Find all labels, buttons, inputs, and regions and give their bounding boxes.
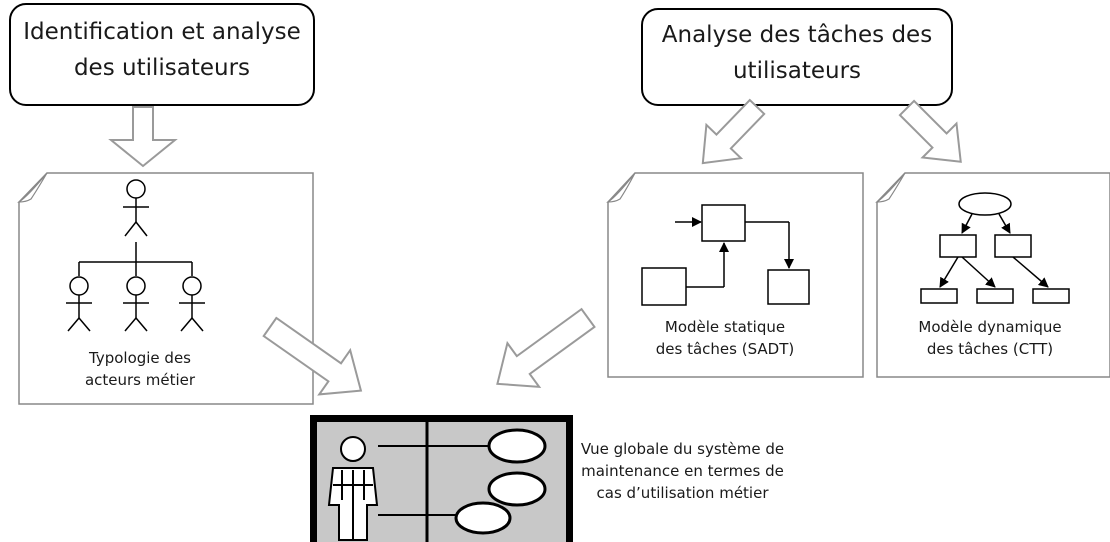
task-analysis-label: Analyse des tâches des utilisateurs [642, 18, 952, 89]
hollow-arrow-to-dynamic [898, 99, 962, 163]
ctt-tree [920, 192, 1070, 304]
task-analysis-line1: Analyse des tâches des [661, 22, 933, 48]
use-case-thumbnail [310, 415, 573, 542]
global-view-caption: Vue globale du système de maintenance en… [575, 439, 790, 504]
static-model-line2: des tâches (SADT) [655, 339, 795, 358]
static-model-caption: Modèle statique des tâches (SADT) [635, 317, 815, 361]
actor-typology-line1: Typologie des [89, 349, 191, 367]
typology-document [18, 172, 314, 405]
hollow-arrow-down [108, 106, 178, 168]
users-identification-box [9, 3, 315, 106]
actor-typology-line2: acteurs métier [84, 370, 196, 389]
static-model-document [607, 172, 864, 378]
hollow-arrow-static-to-global [496, 307, 596, 389]
hollow-arrow-typology-to-global [262, 316, 363, 396]
dynamic-model-line2: des tâches (CTT) [926, 339, 1054, 358]
task-analysis-line2: utilisateurs [732, 57, 862, 84]
hollow-arrow-to-static [701, 98, 766, 165]
dynamic-model-document [876, 172, 1110, 378]
global-view-line1: Vue globale du système de [580, 440, 785, 458]
sadt-diagram [641, 204, 810, 306]
users-identification-line2: des utilisateurs [73, 54, 251, 81]
global-view-line2: maintenance en termes de [581, 461, 784, 480]
dynamic-model-caption: Modèle dynamique des tâches (CTT) [900, 317, 1080, 361]
users-identification-label: Identification et analyse des utilisateu… [10, 15, 314, 86]
dynamic-model-document-fold [875, 172, 906, 203]
typology-document-fold [17, 172, 48, 203]
actor-hierarchy [66, 179, 205, 332]
static-model-line1: Modèle statique [664, 318, 786, 336]
static-model-document-fold [606, 172, 636, 203]
dynamic-model-line1: Modèle dynamique [918, 318, 1062, 336]
actor-typology-caption: Typologie des acteurs métier [60, 348, 220, 392]
global-view-line3: cas d’utilisation métier [596, 483, 769, 502]
users-identification-line1: Identification et analyse [23, 19, 301, 45]
task-analysis-box [641, 8, 953, 106]
